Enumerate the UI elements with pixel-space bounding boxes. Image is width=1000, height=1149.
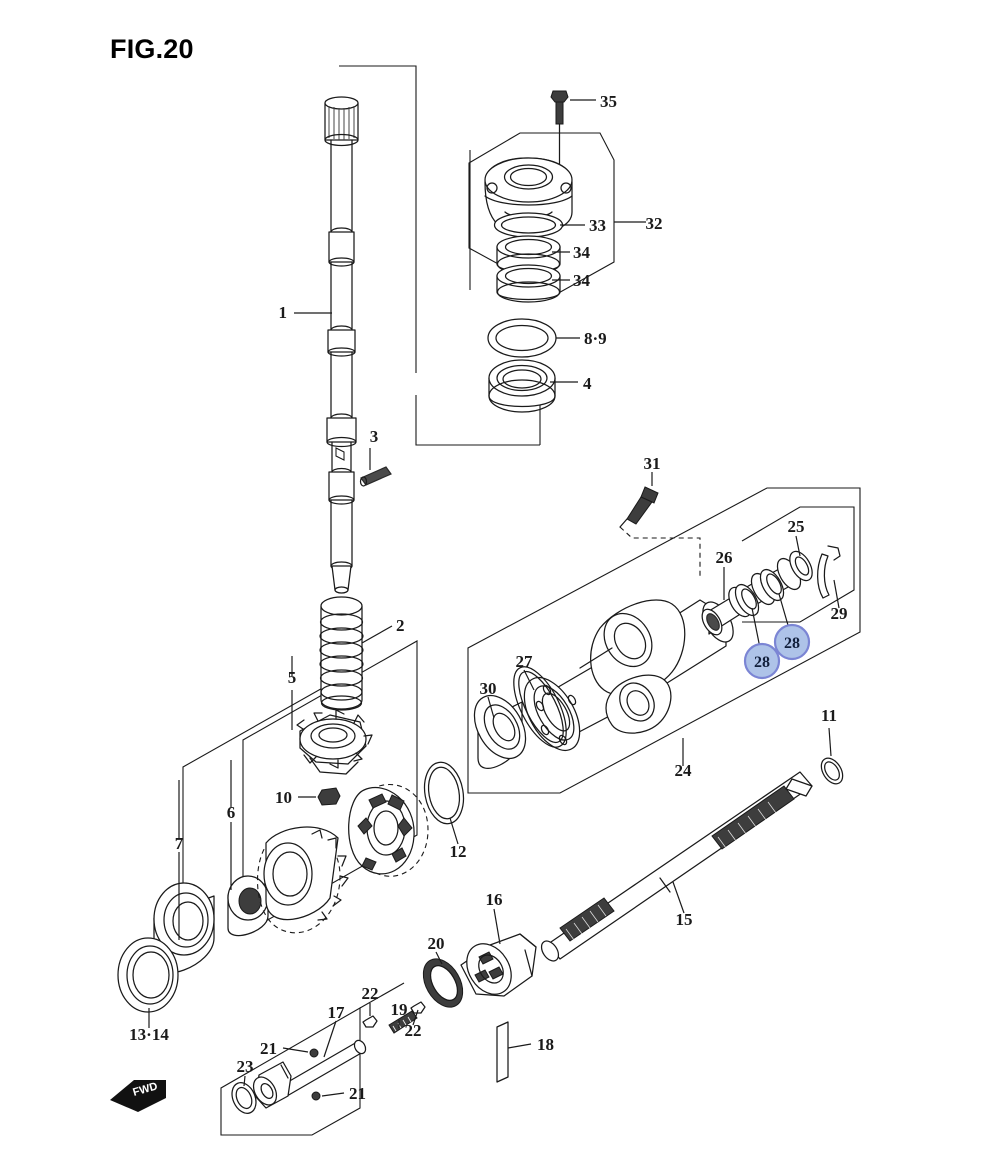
callout-24: 24: [675, 761, 693, 780]
leader-31-dashed: [619, 526, 701, 578]
part-18-pin: [496, 1021, 509, 1083]
part-17-shift-rod: [252, 1039, 367, 1109]
callout-16: 16: [486, 890, 503, 909]
callout-31: 31: [644, 454, 661, 473]
bracket-bearing-subgroup: [741, 506, 855, 623]
callout-2: 2: [396, 616, 405, 635]
part-13-14-races: [117, 937, 179, 1013]
callout-4: 4: [583, 374, 592, 393]
callout-17: 17: [328, 1003, 346, 1022]
callout-1: 1: [279, 303, 288, 322]
callout-3: 3: [370, 427, 379, 446]
part-forward-gear: [256, 826, 349, 934]
callout-27: 27: [516, 652, 534, 671]
callout-30: 30: [480, 679, 497, 698]
part-drive-shaft: [324, 96, 359, 594]
callout-23: 23: [237, 1057, 254, 1076]
callout-28-b: 28: [784, 635, 800, 652]
highlight-circle-28-b[interactable]: [773, 623, 811, 661]
highlight-circle-28-a[interactable]: [743, 642, 781, 680]
callout-33: 33: [589, 216, 606, 235]
part-27-oring: [513, 666, 567, 748]
part-19-spring: [388, 1010, 418, 1034]
part-5-gear: [296, 709, 373, 775]
callout-29: 29: [831, 604, 848, 623]
part-23-washer: [231, 1082, 257, 1114]
callout-7: 7: [175, 834, 184, 853]
part-16-clutch-dog: [460, 933, 537, 997]
part-21-ball-upper: [309, 1048, 319, 1058]
callout-8-9: 8·9: [584, 329, 607, 348]
part-8-9-seal: [487, 318, 557, 358]
callout-10: 10: [275, 788, 292, 807]
part-21-ball-lower: [311, 1091, 321, 1101]
part-20-cam-ring: [422, 958, 464, 1008]
callout-6: 6: [227, 803, 236, 822]
bracket-driveshaft-group: [339, 65, 541, 446]
part-25-shim: [789, 550, 813, 582]
callout-32: 32: [646, 214, 663, 233]
callout-20: 20: [428, 934, 445, 953]
part-22-pin-lower: [410, 1001, 426, 1014]
callout-34-b: 34: [573, 271, 591, 290]
callout-22-a: 22: [362, 984, 379, 1003]
bracket-shiftrod-group: [220, 982, 405, 1136]
callout-22-b: 22: [405, 1021, 422, 1040]
callout-19: 19: [391, 1000, 408, 1019]
callout-11: 11: [821, 706, 837, 725]
callout-15: 15: [676, 910, 693, 929]
part-4-bearing: [488, 359, 556, 413]
part-32-water-pump: [484, 157, 573, 303]
callout-13-14: 13·14: [129, 1025, 169, 1044]
bracket-gearcase: [467, 487, 861, 794]
callout-5: 5: [288, 668, 297, 687]
part-22-pin-upper: [362, 1015, 378, 1028]
callout-labels: 1 2 3 4 5 6 7 8·9 10 11 12 13·14 15 16 1…: [129, 92, 847, 1103]
callout-21-a: 21: [260, 1039, 277, 1058]
callout-28-a: 28: [754, 654, 770, 671]
callout-21-b: 21: [349, 1084, 366, 1103]
part-30-needle-bearing: [473, 694, 527, 769]
callout-12: 12: [450, 842, 467, 861]
part-12-ring: [423, 761, 465, 825]
part-28-bearing-b: [759, 557, 802, 602]
part-2-bellows: [319, 596, 364, 711]
part-29-clip: [817, 545, 841, 599]
callout-26: 26: [716, 548, 733, 567]
part-35-bolt: [550, 90, 569, 175]
part-31-bolt: [619, 486, 659, 528]
part-7-bearing: [153, 882, 215, 974]
part-3-pin: [359, 466, 392, 487]
fwd-marker: FWD: [110, 1080, 166, 1112]
part-15-propeller-shaft: [540, 771, 813, 962]
part-10-key: [317, 787, 341, 806]
part-11-snapring: [820, 757, 844, 785]
callout-34-a: 34: [573, 243, 591, 262]
callout-25: 25: [788, 517, 805, 536]
bracket-water-pump: [468, 132, 615, 296]
part-28-bearing-a: [734, 572, 776, 617]
callout-18: 18: [537, 1035, 554, 1054]
callout-35: 35: [600, 92, 617, 111]
part-gear-cluster: [348, 783, 429, 877]
page-title: FIG.20: [110, 34, 194, 64]
